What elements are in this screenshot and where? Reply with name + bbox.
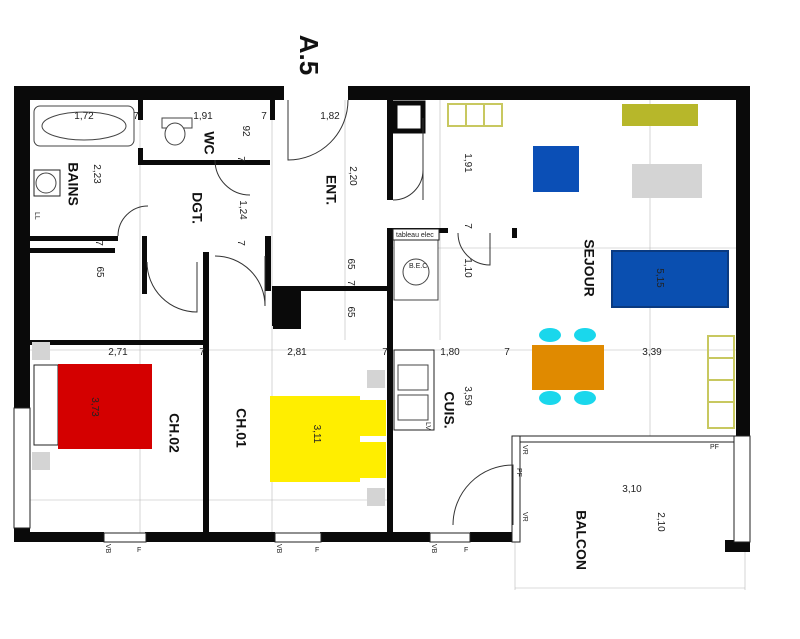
dim-1-72: 1,72 bbox=[74, 111, 94, 122]
room-label-sejour: SEJOUR bbox=[581, 239, 597, 297]
dim-7: 7 bbox=[261, 111, 267, 122]
dim-3-39: 3,39 bbox=[642, 347, 662, 358]
dim-2-10: 2,10 bbox=[655, 512, 666, 532]
windows bbox=[103, 435, 735, 543]
dim-1-10: 1,10 bbox=[462, 258, 473, 278]
dim-7: 7 bbox=[133, 111, 139, 122]
sink-icon bbox=[397, 364, 429, 391]
room-label-wc: WC bbox=[201, 131, 217, 154]
bedroom-furniture bbox=[32, 342, 386, 506]
interior-walls bbox=[30, 100, 517, 532]
chair-icon bbox=[574, 328, 596, 342]
bec-label: B.E.C bbox=[409, 263, 427, 270]
bench-olive bbox=[622, 104, 698, 126]
chair-icon bbox=[574, 391, 596, 405]
vb-label: VB bbox=[275, 544, 282, 554]
room-label-balcon: BALCON bbox=[573, 510, 589, 570]
dim-3-59: 3,59 bbox=[462, 386, 473, 406]
vr-label: VR bbox=[521, 512, 528, 522]
apartment-title: A.5 bbox=[294, 35, 324, 75]
pf-label: PF bbox=[710, 444, 719, 451]
exterior-walls bbox=[13, 86, 751, 552]
annotations: tableau elec B.E.C LL LV VR VR VB VB VB … bbox=[33, 212, 719, 554]
dim-2-71: 2,71 bbox=[108, 347, 128, 358]
f-label: F bbox=[464, 547, 468, 554]
f-label: F bbox=[137, 547, 141, 554]
dim-3-73: 3,73 bbox=[89, 397, 100, 417]
washing-machine-icon bbox=[35, 172, 57, 194]
dim-7: 7 bbox=[462, 223, 473, 229]
doors bbox=[117, 99, 514, 526]
grey-table bbox=[632, 164, 702, 198]
living-furniture bbox=[447, 103, 735, 429]
dim-1-82: 1,82 bbox=[320, 111, 340, 122]
bathroom-fixtures bbox=[33, 105, 193, 197]
dim-7: 7 bbox=[235, 240, 246, 246]
boiler-icon bbox=[402, 258, 430, 286]
vr-label: VR bbox=[521, 445, 528, 455]
dim-7: 7 bbox=[93, 240, 104, 246]
dim-7: 7 bbox=[199, 347, 205, 358]
bed-ch02 bbox=[58, 364, 152, 449]
dim-65c: 65 bbox=[345, 306, 356, 318]
dim-2-23: 2,23 bbox=[91, 164, 102, 184]
bookcase bbox=[707, 335, 735, 429]
sofa-icon bbox=[612, 251, 728, 307]
lv-label: LV bbox=[424, 422, 431, 430]
dim-3-10: 3,10 bbox=[622, 484, 642, 495]
f-label: F bbox=[315, 547, 319, 554]
dim-92: 92 bbox=[240, 125, 251, 137]
bed-ch01 bbox=[270, 396, 360, 482]
shelf bbox=[447, 103, 503, 127]
dim-1-91b: 1,91 bbox=[462, 153, 473, 173]
room-label-ch01: CH.01 bbox=[233, 408, 249, 448]
tableau-elec-label: tableau elec bbox=[396, 232, 434, 239]
kitchen-fixtures bbox=[392, 228, 440, 431]
chair-icon bbox=[539, 391, 561, 405]
dim-7: 7 bbox=[504, 347, 510, 358]
vb-label: VB bbox=[430, 544, 437, 554]
room-labels: BAINS WC DGT. ENT. SEJOUR CUIS. CH.01 CH… bbox=[65, 131, 597, 570]
vb-label: VB bbox=[104, 544, 111, 554]
dim-2-20: 2,20 bbox=[347, 166, 358, 186]
dim-2-81: 2,81 bbox=[287, 347, 307, 358]
armchair-icon bbox=[533, 146, 579, 192]
chair-icon bbox=[539, 328, 561, 342]
ll-label: LL bbox=[33, 212, 40, 220]
room-label-dgt: DGT. bbox=[189, 192, 205, 224]
dim-1-91: 1,91 bbox=[193, 111, 213, 122]
room-label-bains: BAINS bbox=[65, 162, 81, 206]
dim-65b: 65 bbox=[345, 258, 356, 270]
dim-7: 7 bbox=[235, 156, 246, 162]
dim-65a: 65 bbox=[94, 266, 105, 278]
dim-7: 7 bbox=[345, 280, 356, 286]
dim-1-24: 1,24 bbox=[237, 200, 248, 220]
dining-table bbox=[532, 345, 604, 390]
room-label-ent: ENT. bbox=[323, 175, 339, 205]
dimension-labels: 1,72 1,91 1,82 92 2,23 2,20 1,24 1,91 1,… bbox=[74, 111, 666, 532]
dim-7: 7 bbox=[382, 347, 388, 358]
dim-3-11: 3,11 bbox=[311, 425, 322, 444]
dim-1-80: 1,80 bbox=[440, 347, 460, 358]
room-label-cuis: CUIS. bbox=[441, 391, 457, 428]
room-label-ch02: CH.02 bbox=[166, 413, 182, 453]
dim-5-15: 5,15 bbox=[654, 268, 665, 288]
pf-label: PF bbox=[515, 468, 522, 477]
